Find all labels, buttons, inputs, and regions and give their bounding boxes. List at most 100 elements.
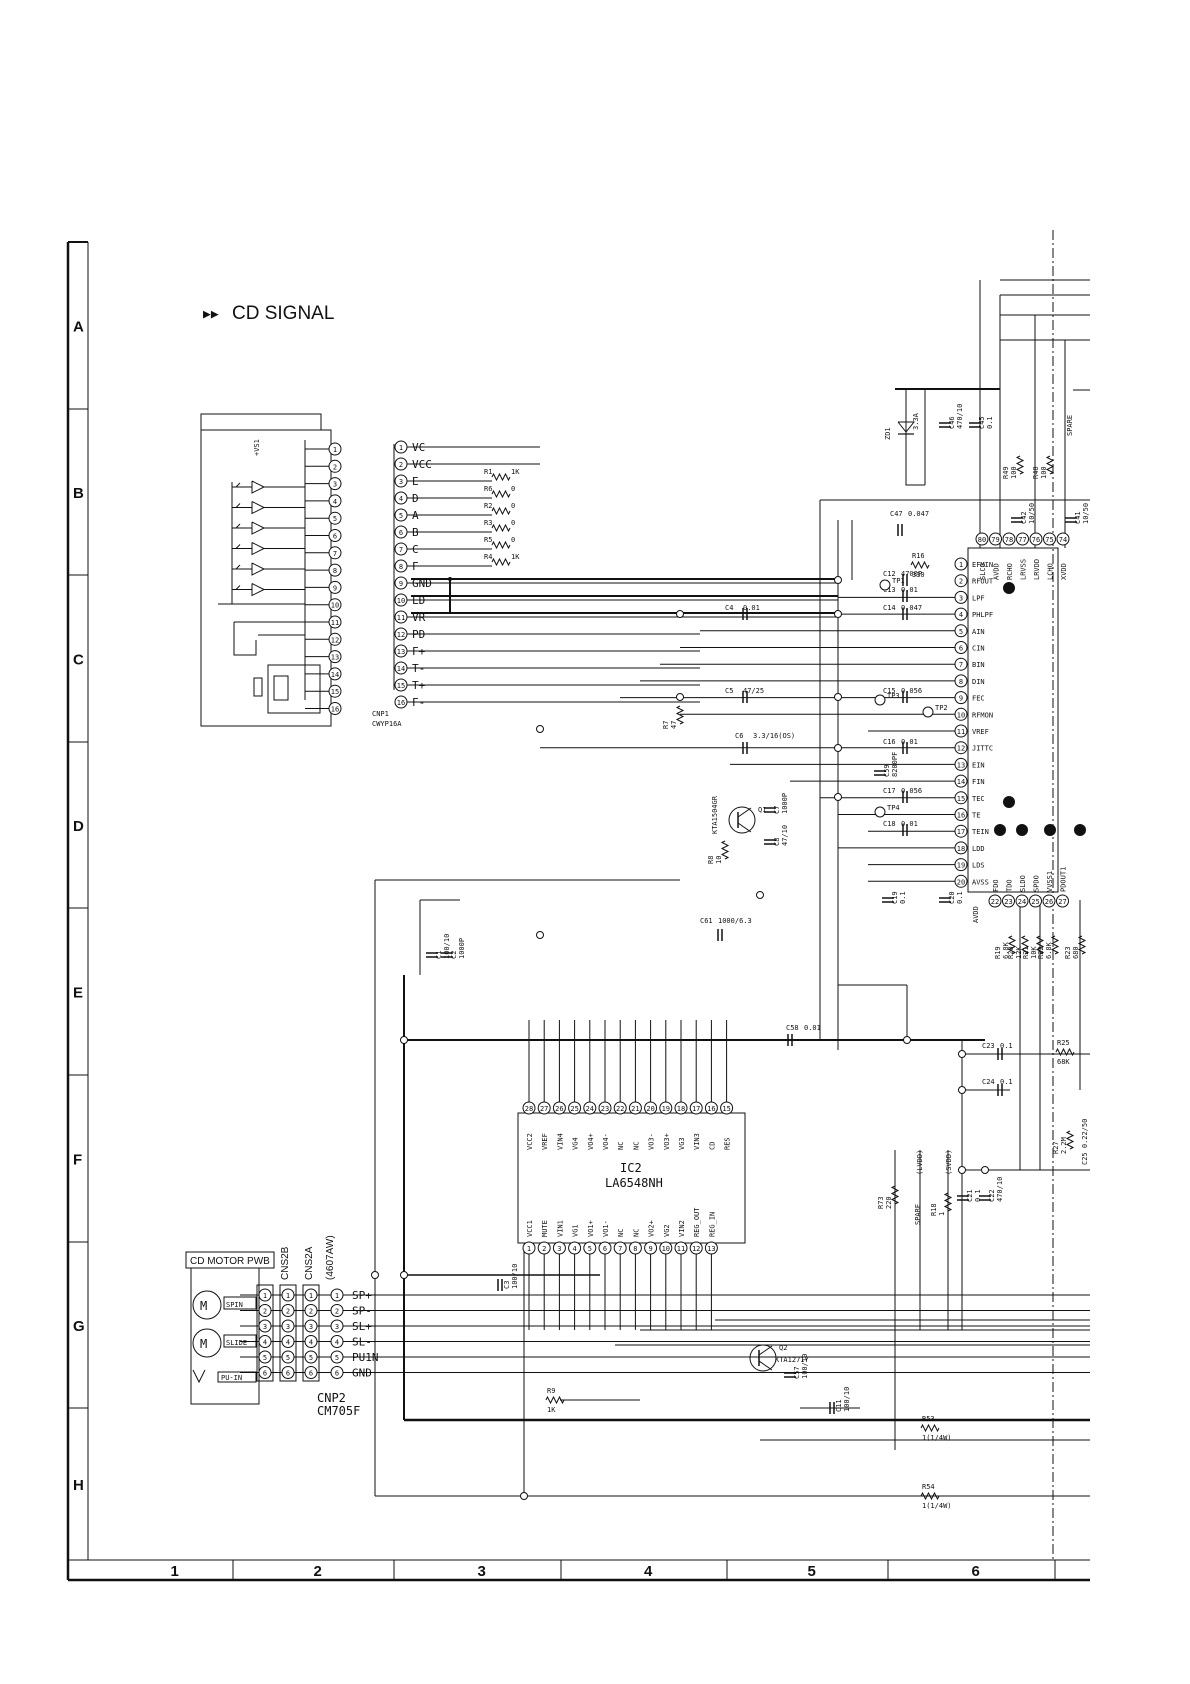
page-title-group: ▶▶ CD SIGNAL [203,303,334,324]
cns2a-part: (4607AW) [325,1235,336,1280]
cnp1-pin-label-vc: VC [412,441,425,454]
resistor-zigzag [720,840,730,860]
junction [834,610,842,618]
pin-number: 4 [959,611,963,619]
junction-dot [448,577,452,581]
photodiode-mark [235,564,241,570]
pickup-pin [328,632,342,646]
pin-number: 2 [959,578,963,586]
junction [536,725,544,733]
resistor-value: 330 [912,571,925,579]
dsp-pin-label-fec: FEC [972,695,985,703]
photodiode-mark [235,482,241,488]
cnp1-pin-label-tx: T- [412,662,425,675]
pin-number: 10 [662,1245,670,1253]
dsp-top-pin [1002,532,1016,546]
dsp-body [967,547,1059,893]
pin-number: 6 [309,1370,313,1378]
photodiode-amp-triangle [251,562,266,576]
resistor-ref: R20 [1007,946,1015,959]
ic2-bottom-pin [644,1241,658,1255]
motor-connector-pin [304,1288,318,1302]
resistor-ref: R7 [662,721,670,729]
dsp-top-label-avdd: AVDD [993,563,1001,580]
junction [834,693,842,701]
resistor-value: 2.2M [1060,1137,1068,1154]
net-label-spare: SPARE [1066,415,1074,436]
dsp-pin [954,674,968,688]
cnp1-pin-label-b: B [412,526,419,539]
col-label-5: 5 [808,1563,816,1580]
resistor-zigzag [1055,1047,1075,1057]
cap-value: 100/10 [443,934,451,959]
cap-ref: C12 [883,570,896,578]
resistor-zigzag [1065,1130,1075,1150]
resistor-value: 1K [511,553,520,561]
junction [958,1050,966,1058]
ic2-top-pin [659,1101,673,1115]
cap-ref: C42 [1020,511,1028,524]
resistor-zigzag [491,523,511,533]
pin-number: 26 [555,1105,563,1113]
ic2-top-label-vo3x: VO3- [648,1133,656,1150]
motor-connector-pin [258,1288,272,1302]
cap-ref: C5 [725,687,733,695]
pin-number: 5 [263,1354,267,1362]
pin-number: 77 [1018,536,1026,544]
resistor-value: 47 [670,721,678,729]
pin-number: 2 [542,1245,546,1253]
cap-ref: C11 [835,1399,843,1412]
row-label-c: C [73,652,84,669]
pin-number: 11 [957,728,965,736]
row-label-h: H [73,1477,84,1494]
pin-number: 9 [399,580,403,588]
pickup-pin [328,598,342,612]
photodiode-amp-triangle [251,521,266,535]
cnp1-pin-label-a: A [412,509,419,522]
resistor-value: 6.8K [1002,941,1010,959]
test-point-tp4 [874,806,886,818]
cap-ref: C18 [883,820,896,828]
cnp1-pin [394,559,408,573]
pin-number: 19 [662,1105,670,1113]
cap-value: 0.056 [901,687,922,695]
cap-ref: C6 [735,732,743,740]
pin-number: 2 [335,1308,339,1316]
motor-slide-icon [192,1328,222,1358]
cnp1-pin-label-f: F [412,560,419,573]
cnp1-pin [394,678,408,692]
cns2a-label: CNS2A [304,1246,315,1280]
ic2-top-label-res: RES [724,1137,732,1150]
pin-number: 1 [527,1245,531,1253]
resistor-zigzag [491,489,511,499]
motor-m-glyph: M [200,1299,207,1313]
cap-ref: C8 [773,838,781,846]
motor-label-slide: SLIDE [226,1339,247,1347]
dsp-pin [954,874,968,888]
resistor-ref: R23 [1064,946,1072,959]
ic2-top-pin [704,1101,718,1115]
transistor-ref: Q1 [758,806,766,814]
ic2-bottom-pin [552,1241,566,1255]
motor-connector-pin [258,1350,272,1364]
test-point-label: TP3 [887,692,900,700]
cap-ref: C61 [700,917,713,925]
ic-marker-dot [1003,582,1015,594]
cap-value: 0.1 [974,1189,982,1202]
pin-number: 5 [399,512,403,520]
net-label-svdd: (SVDD) [945,1150,953,1175]
ic2-top-label-nc: NC [617,1142,625,1150]
pin-number: 6 [333,533,337,541]
motor-connector-pin [258,1319,272,1333]
transistor-ref: Q2 [779,1344,787,1352]
cnp1-pin [394,474,408,488]
pin-number: 8 [333,567,337,575]
pin-number: 17 [692,1105,700,1113]
cap-value: 100/10 [801,1354,809,1379]
pin-number: 2 [263,1308,267,1316]
